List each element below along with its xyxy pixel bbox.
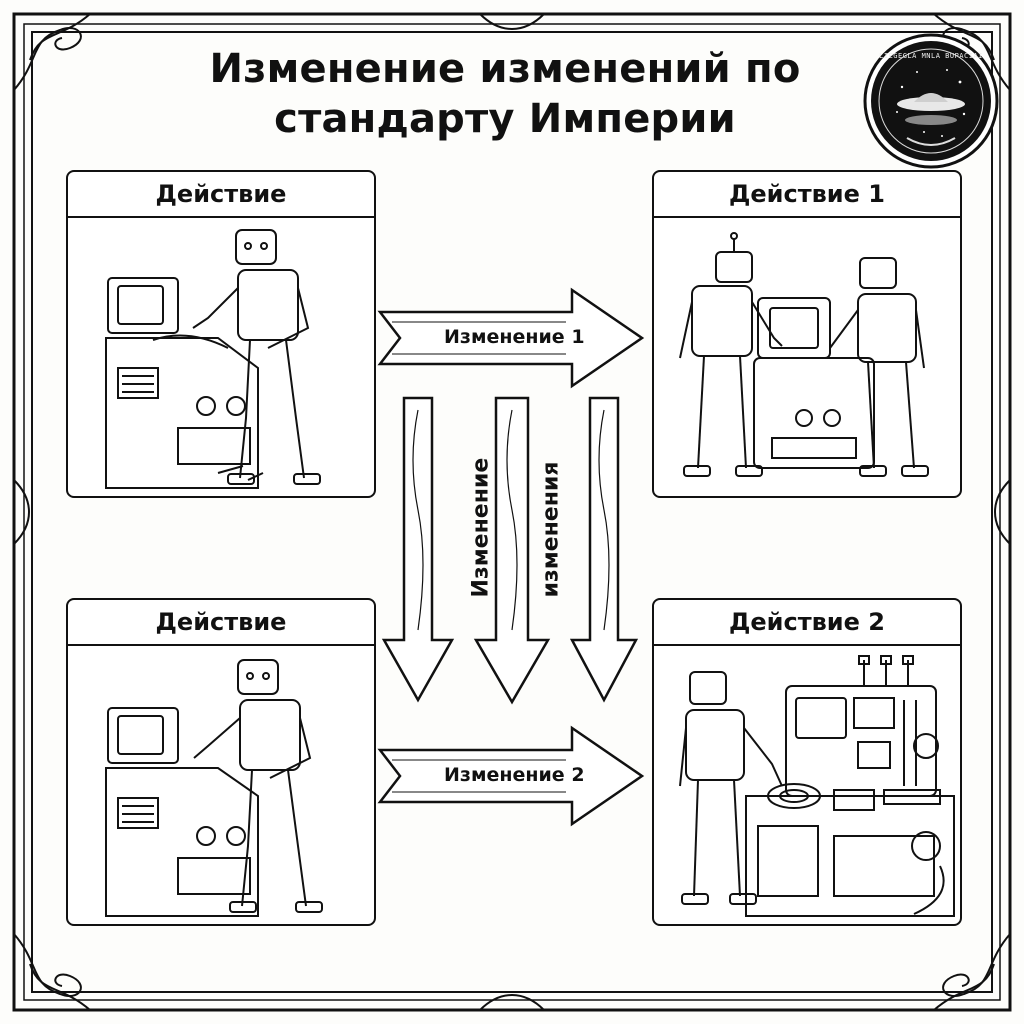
title-line-1: Изменение изменений по <box>209 46 801 92</box>
arrow-down-right-icon <box>569 396 639 703</box>
panel-bottom-right: Действие 2 <box>652 598 962 926</box>
diagram-title: Изменение изменений по стандарту Империи <box>150 44 860 144</box>
robot-repairing-machine-illustration-2 <box>105 659 323 917</box>
meta-change-word-1: Изменение <box>468 458 494 602</box>
robot-at-advanced-console-illustration <box>679 655 955 917</box>
two-robots-working-illustration <box>679 232 929 477</box>
empire-seal-icon <box>863 33 999 169</box>
arrow-change-1-label: Изменение 1 <box>440 326 589 348</box>
panel-bottom-right-label: Действие 2 <box>654 600 960 646</box>
seal-inscription: LIEGEGLA MNLA BUPACIAI <box>879 52 983 60</box>
panel-top-right-label: Действие 1 <box>654 172 960 218</box>
panel-bottom-left-label: Действие <box>68 600 374 646</box>
arrow-down-middle-icon <box>473 396 551 705</box>
panel-top-left: Действие <box>66 170 376 498</box>
title-line-2: стандарту Империи <box>274 96 736 142</box>
panel-bottom-left: Действие <box>66 598 376 926</box>
arrow-down-left-icon <box>381 396 455 703</box>
meta-change-word-2: изменения <box>538 462 564 602</box>
robot-repairing-machine-illustration <box>105 229 321 489</box>
arrow-change-2-label: Изменение 2 <box>440 764 589 786</box>
panel-top-left-label: Действие <box>68 172 374 218</box>
panel-top-right: Действие 1 <box>652 170 962 498</box>
